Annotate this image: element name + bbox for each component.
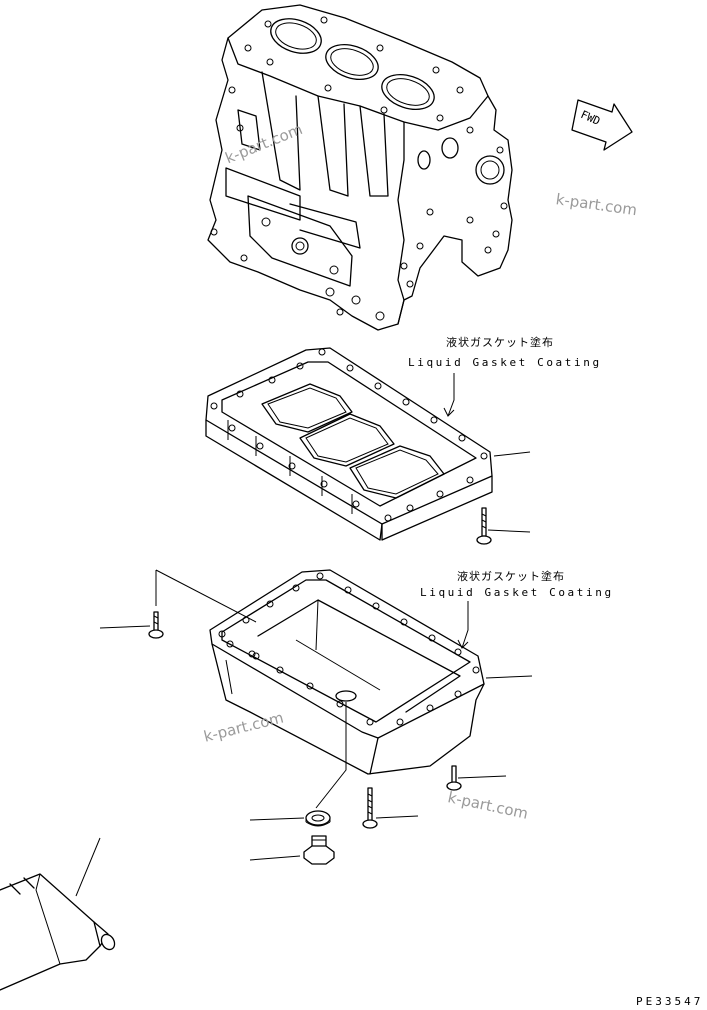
oil-pan-lower [209, 569, 485, 775]
drawing-code: PE33547 [636, 995, 704, 1008]
washer [305, 810, 331, 827]
bolt-left [148, 611, 164, 639]
bolt-right-lower [446, 765, 462, 791]
bolt-long [362, 787, 378, 829]
bolt-upper-pan [476, 507, 492, 545]
annotation-jp-2: 液状ガスケット塗布 [457, 570, 565, 583]
annotation-jp-1: 液状ガスケット塗布 [446, 336, 554, 349]
gasket-tube [0, 873, 116, 991]
annotation-en-2: Liquid Gasket Coating [420, 586, 614, 599]
engine-block [207, 4, 513, 331]
leader-lines [75, 373, 533, 897]
drain-plug [303, 835, 335, 865]
annotation-en-1: Liquid Gasket Coating [408, 356, 602, 369]
oil-pan-upper [205, 347, 493, 541]
fwd-arrow-icon [571, 99, 633, 151]
